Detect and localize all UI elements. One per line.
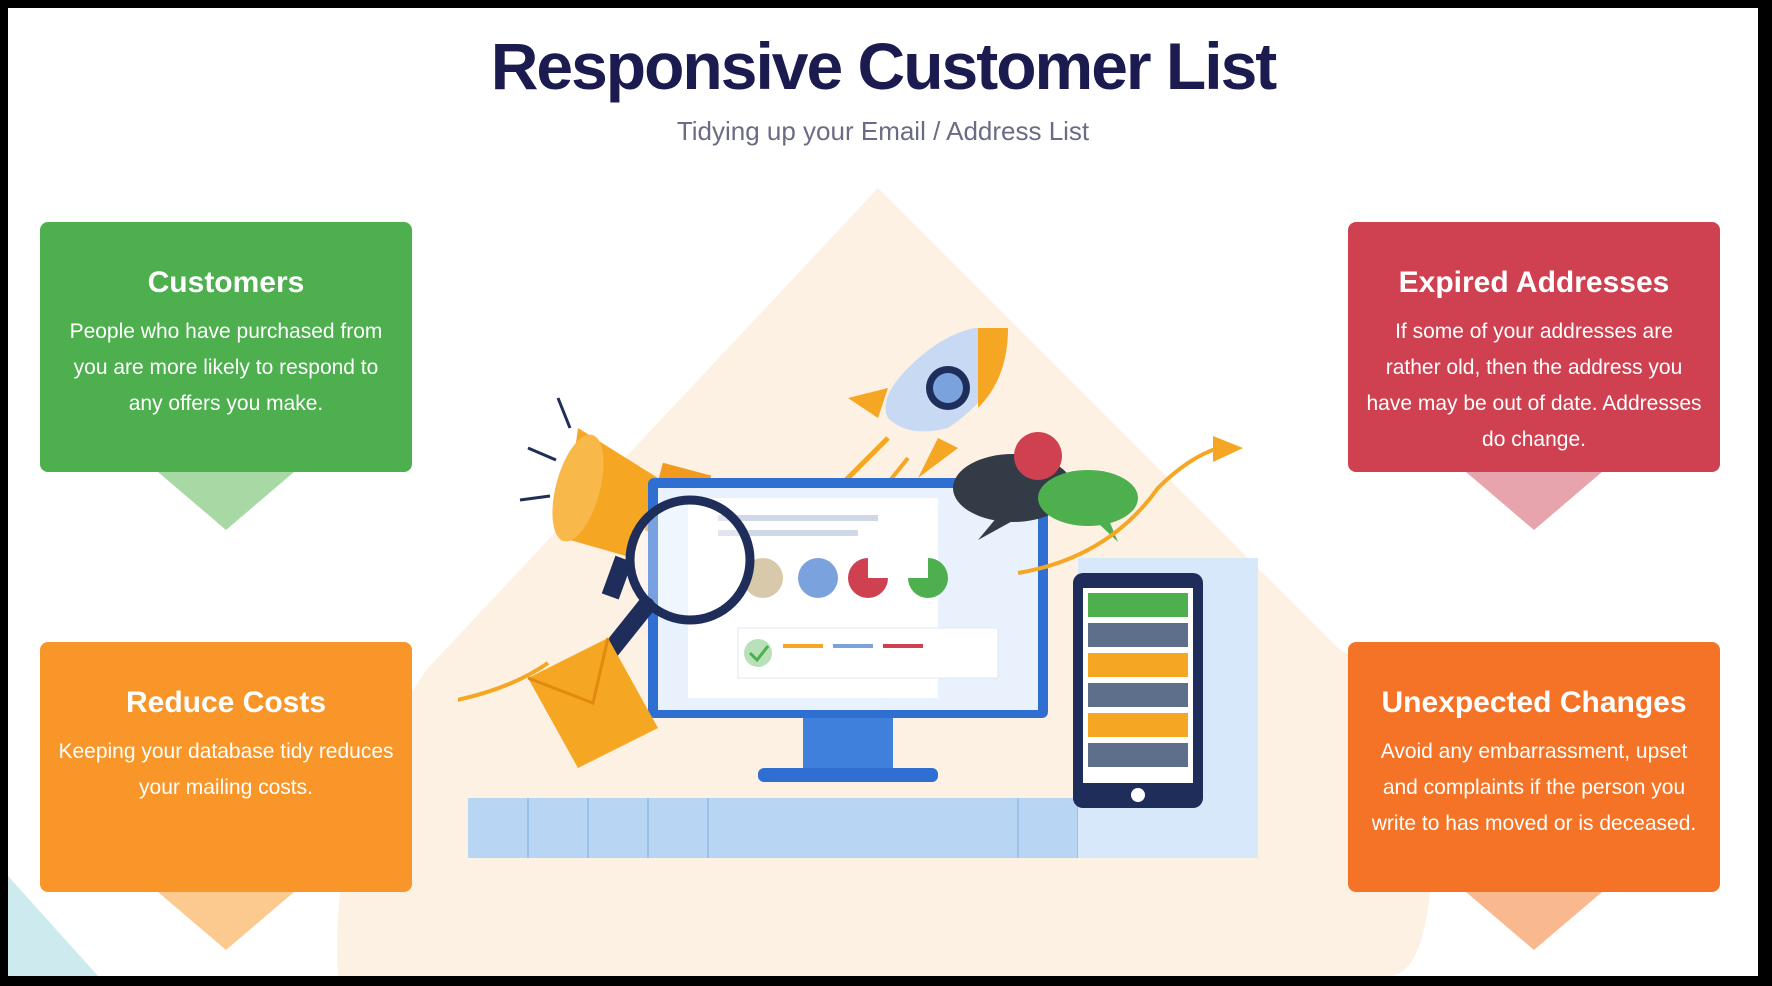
expired-addresses-pointer [1466,472,1602,530]
chat-bubbles-icon [953,432,1243,575]
monitor-icon [648,478,1048,782]
slide: Responsive Customer List Tidying up your… [8,8,1758,976]
reduce-costs-pointer [158,892,294,950]
reduce-costs-body: Keeping your database tidy reduces your … [58,740,394,799]
customers-card: Customers People who have purchased from… [40,222,412,472]
rocket-icon [836,328,1008,510]
smartphone-icon [1073,573,1203,808]
check-icon [744,639,772,667]
pie-chart-icon [743,558,948,598]
unexpected-changes-heading: Unexpected Changes [1381,686,1687,719]
customers-heading: Customers [147,266,305,299]
expired-addresses-body: If some of your addresses are rather old… [1366,320,1702,451]
page-title: Responsive Customer List [490,29,1278,103]
page-subtitle: Tidying up your Email / Address List [676,116,1090,146]
customers-pointer [158,472,294,530]
expired-addresses-card: Expired Addresses If some of your addres… [1348,222,1720,472]
unexpected-changes-pointer [1466,892,1602,950]
unexpected-changes-card: Unexpected Changes Avoid any embarrassme… [1348,642,1720,892]
reduce-costs-heading: Reduce Costs [125,686,327,719]
expired-addresses-heading: Expired Addresses [1398,266,1670,299]
central-illustration [458,328,1258,858]
customers-body: People who have purchased from you are m… [69,320,383,415]
envelope-icon [458,637,658,768]
unexpected-changes-body: Avoid any embarrassment, upset and compl… [1371,740,1697,835]
reduce-costs-card: Reduce Costs Keeping your database tidy … [40,642,412,892]
